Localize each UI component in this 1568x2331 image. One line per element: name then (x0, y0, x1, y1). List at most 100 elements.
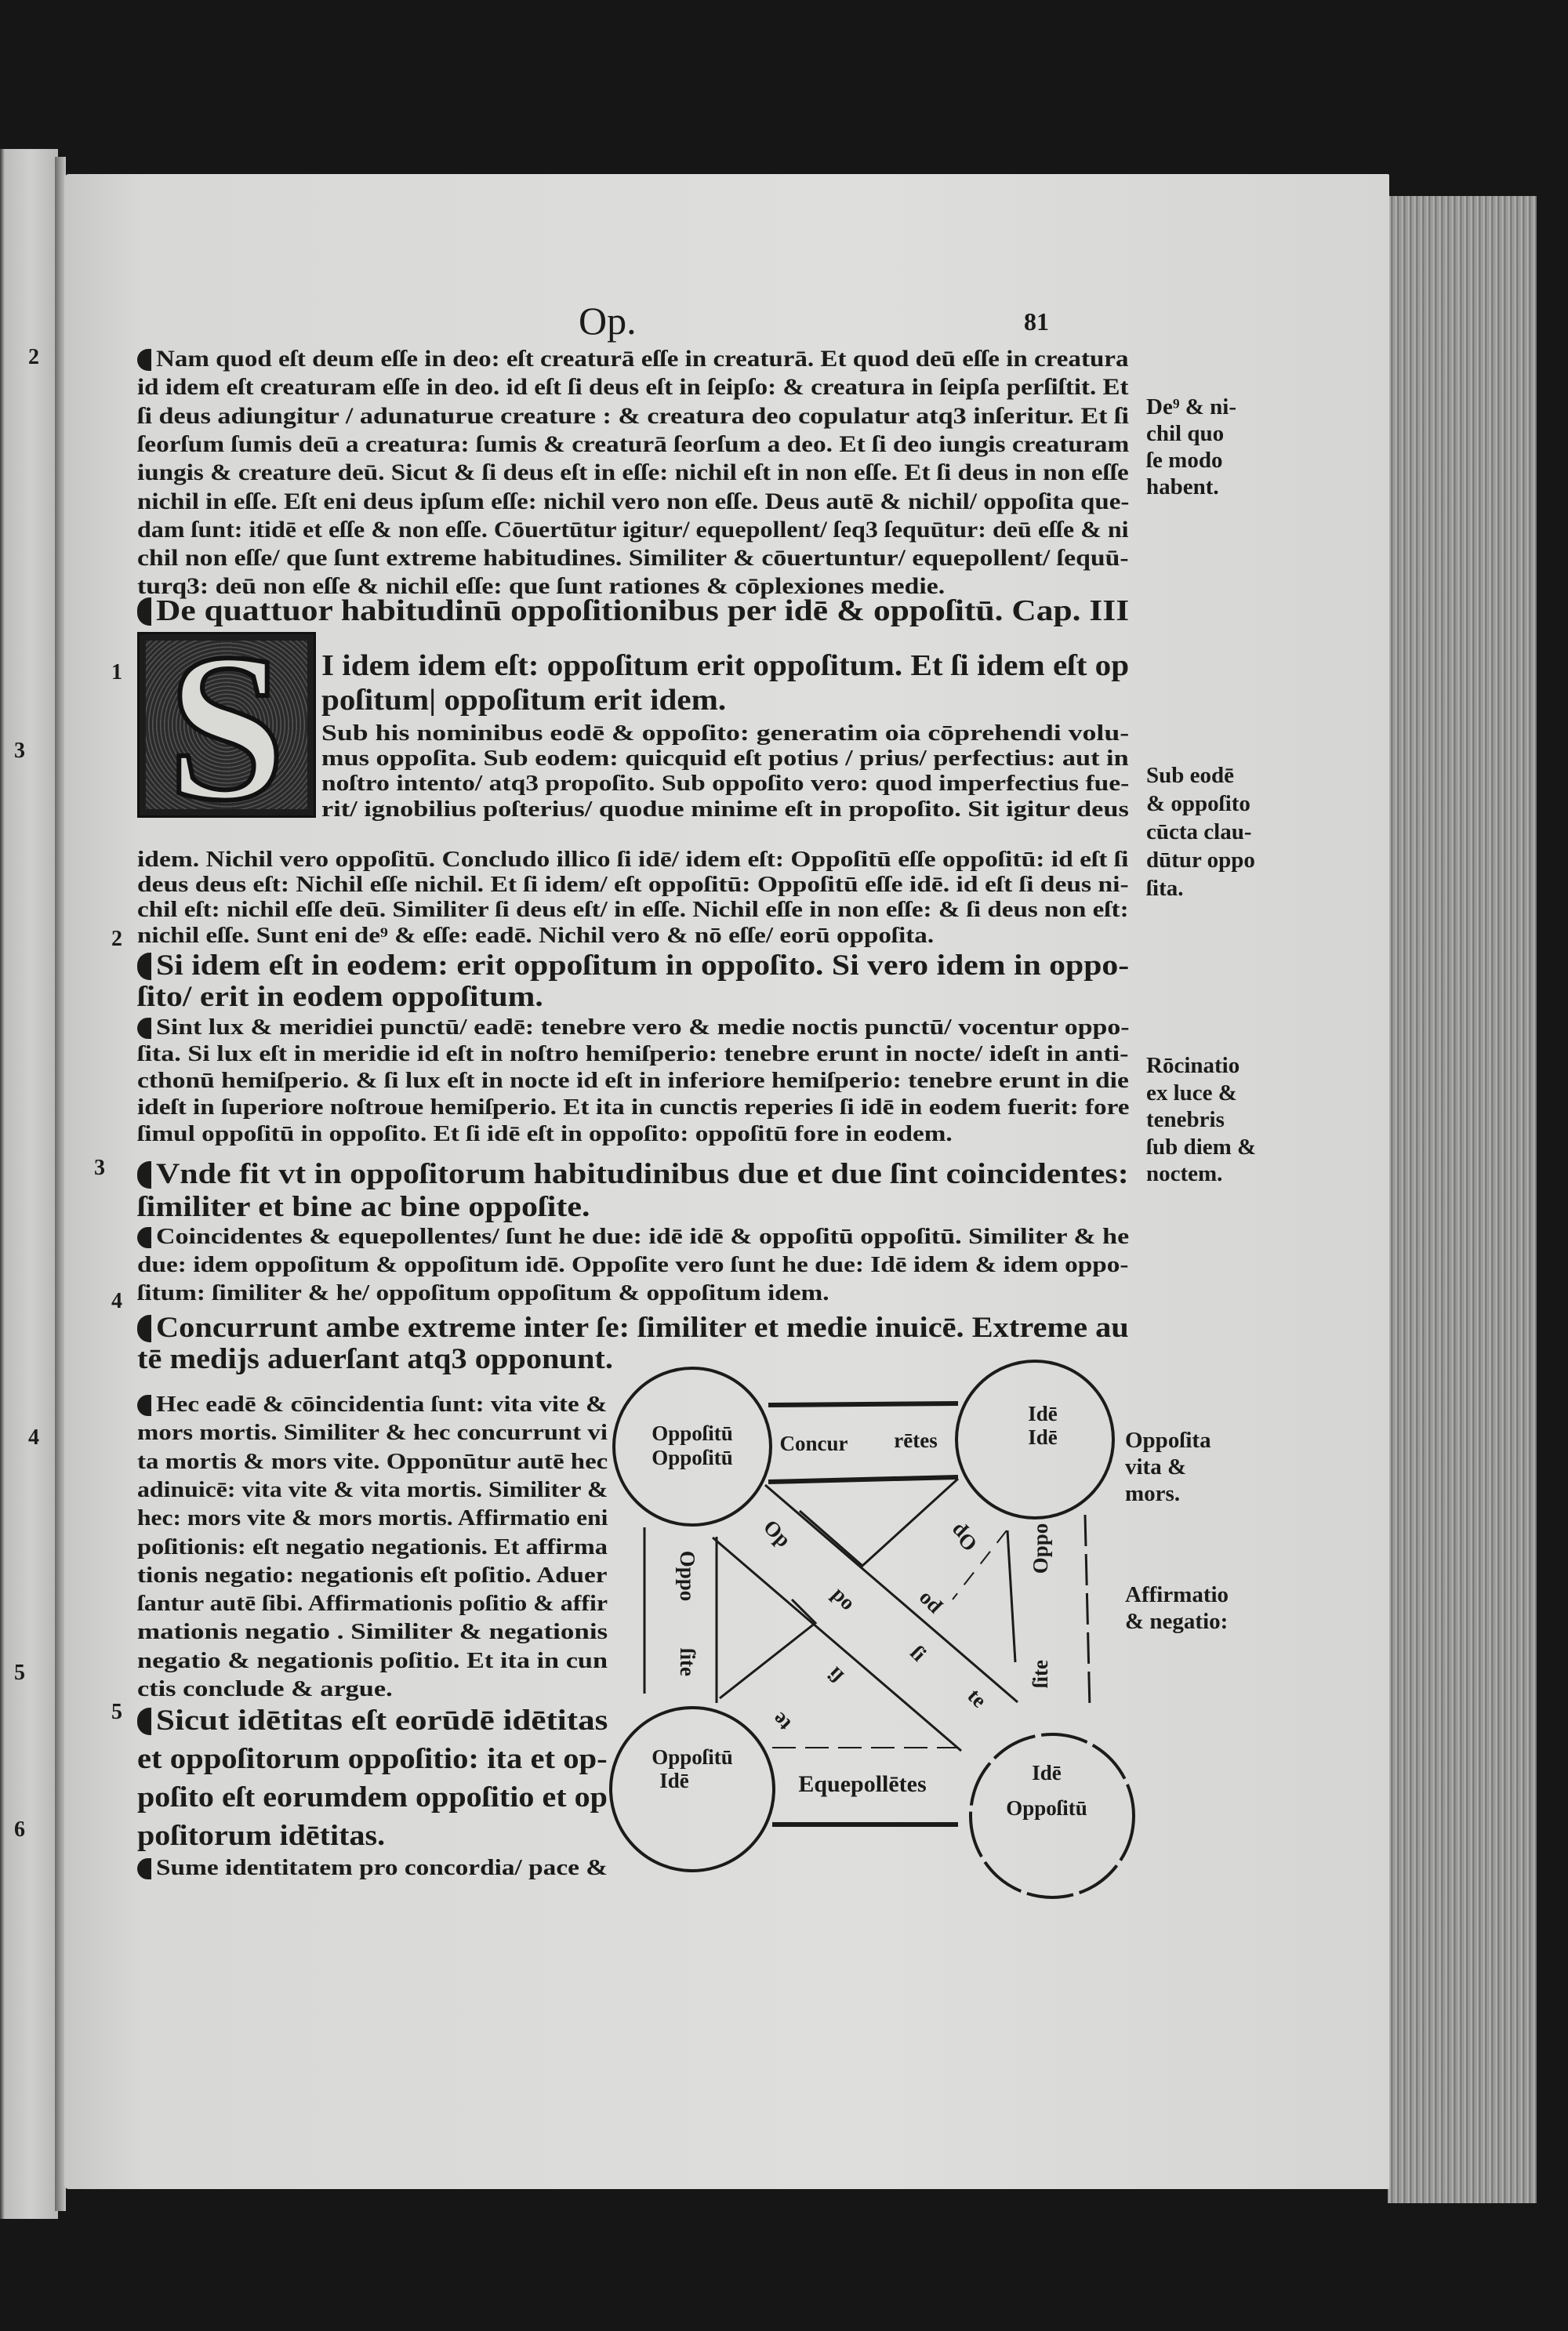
margin-note: Rōcinatio (1146, 1053, 1240, 1078)
top-bar-label: Concur (780, 1432, 848, 1455)
text-line: ta mortis & mors vite. Opponūtur autē he… (137, 1449, 608, 1474)
text-line: nichil in eſſe. Eſt eni deus ipſum eſſe:… (137, 488, 1130, 514)
circle-label: Idē (1028, 1425, 1058, 1449)
diagonal-band-line (799, 1477, 960, 1568)
book-page (64, 174, 1389, 2189)
text-line: poſitionis: eſt negatio negationis. Et a… (137, 1534, 608, 1559)
paragraph-mark-icon (137, 1707, 151, 1735)
book-gutter (55, 157, 66, 2211)
text-line: noſtro intento/ atq3 propoſito. Sub oppo… (321, 772, 1130, 797)
decorated-initial: S (137, 632, 316, 818)
circle-bottom-right (969, 1733, 1135, 1899)
text-line: hec: mors vite & mors mortis. Affirmatio… (137, 1506, 608, 1531)
left-page-number: 5 (14, 1661, 25, 1685)
left-band-label: ſite (676, 1648, 699, 1676)
margin-number: 3 (94, 1156, 105, 1180)
circle-label: Oppoſitū (1006, 1796, 1087, 1820)
diagonal-label: Op (759, 1515, 796, 1552)
text-line: turq3: deū non eſſe & nichil eſſe: que ſ… (137, 573, 946, 600)
diagonal-band-line (712, 1536, 962, 1752)
text-line: Sicut idētitas eſt eorūdē idētitas (156, 1705, 608, 1737)
text-line: ſitum: ſimiliter & he/ oppoſitum oppoſit… (137, 1281, 829, 1305)
paragraph-mark-icon (137, 952, 151, 980)
text-line: Sume identitatem pro concordia/ pace & (156, 1856, 608, 1880)
text-line: ſimiliter et bine ac bine oppoſite. (137, 1191, 590, 1223)
circle-label: Idē (1032, 1761, 1062, 1785)
chapter-heading: De quattuor habitudinū oppoſitionibus pe… (156, 594, 1130, 627)
diagonal-band-line (952, 1530, 1007, 1600)
text-line: tē medijs aduerſant atq3 opponunt. (137, 1343, 613, 1375)
diagonal-label: ſi (822, 1662, 848, 1687)
margin-number: 5 (111, 1700, 122, 1724)
text-line: ſita. Si lux eſt in meridie id eſt in no… (137, 1042, 1129, 1066)
circle-label: Oppoſitū (652, 1421, 733, 1445)
text-line: Sint lux & meridiei punctū/ eadē: tenebr… (156, 1015, 1130, 1040)
text-line: nichil eſſe. Sunt eni de⁹ & eſſe: eadē. … (137, 923, 935, 948)
left-page-edge (0, 149, 58, 2219)
diagonal-label: te (963, 1684, 991, 1712)
circle-label: Oppoſitū (652, 1446, 733, 1469)
margin-note: ſe modo (1146, 448, 1223, 473)
text-line: Nam quod eſt deum eſſe in deo: eſt creat… (156, 346, 1129, 372)
text-line: Hec eadē & cōincidentia ſunt: vita vite … (156, 1392, 608, 1417)
text-line: ſimul oppoſitū in oppoſito. Et ſi idē eſ… (137, 1122, 953, 1146)
margin-note: ſub diem & (1146, 1134, 1257, 1160)
paragraph-mark-icon (137, 1314, 151, 1342)
running-title: Op. (579, 299, 637, 343)
text-line: Coincidentes & equepollentes/ ſunt he du… (156, 1225, 1130, 1249)
top-bar-line (768, 1401, 959, 1407)
page-edge-stack (1388, 196, 1537, 2203)
text-line: ctis conclude & argue. (137, 1677, 393, 1701)
margin-note: vita & (1125, 1454, 1187, 1480)
text-line: poſito eſt eorumdem oppoſitio et op (137, 1781, 608, 1814)
paragraph-mark-icon (137, 1395, 151, 1416)
circle-label: Idē (1028, 1402, 1058, 1425)
diagonal-label: ſi (906, 1641, 931, 1666)
text-line: iungis & creature deū. Sicut & ſi deus e… (137, 459, 1129, 486)
diagonal-band-line (764, 1483, 1018, 1704)
text-line: ſantur autē ſibi. Affirmationis poſitio … (137, 1592, 608, 1617)
paragraph-mark-icon (137, 597, 151, 626)
paragraph-mark-icon (137, 1858, 151, 1879)
text-line: due: idem oppoſitum & oppoſitum idē. Opp… (137, 1253, 1129, 1277)
text-line: cthonū hemiſperio. & ſi lux eſt in nocte… (137, 1069, 1129, 1093)
margin-note: noctem. (1146, 1161, 1223, 1186)
paragraph-mark-icon (137, 348, 151, 371)
paragraph-mark-icon (137, 1018, 151, 1039)
margin-number: 4 (111, 1289, 122, 1313)
margin-note: & negatio: (1125, 1609, 1229, 1634)
left-page-number: 6 (14, 1817, 25, 1842)
text-line: ideſt in ſuperiore noſtroue hemiſperio. … (137, 1095, 1130, 1120)
diagonal-label: po (828, 1582, 860, 1614)
margin-note: & oppoſito (1146, 791, 1250, 816)
right-band-label: Oppo (1029, 1523, 1052, 1574)
text-line: Si idem eſt in eodem: erit oppoſitum in … (156, 949, 1130, 982)
text-line: ſito/ erit in eodem oppoſitum. (137, 981, 543, 1013)
margin-note: tenebris (1146, 1107, 1225, 1132)
right-band-line (1006, 1530, 1017, 1663)
margin-note: dūtur oppo (1146, 848, 1255, 873)
page-number: 81 (1024, 307, 1049, 336)
margin-note: ſita. (1146, 876, 1184, 901)
diagonal-label: te (768, 1708, 796, 1736)
margin-note: mors. (1125, 1481, 1181, 1506)
text-line: tionis negatio: negationis eſt poſitio. … (137, 1563, 608, 1588)
text-line: id idem eſt creaturam eſſe in deo. id eſ… (137, 374, 1129, 401)
circle-label: Oppoſitū (652, 1745, 733, 1769)
text-line: Vnde fit vt in oppoſitorum habitudinibus… (156, 1158, 1129, 1190)
margin-note: habent. (1146, 474, 1219, 499)
circle-label: Idē (659, 1769, 689, 1792)
top-bar-label: rētes (894, 1429, 937, 1452)
text-line: dam ſunt: itidē et eſſe & non eſſe. Cōue… (137, 516, 1129, 543)
margin-note: Affirmatio (1125, 1582, 1229, 1607)
margin-number: 2 (111, 927, 122, 951)
text-line: Sub his nominibus eodē & oppoſito: gener… (321, 721, 1130, 746)
text-line: adinuicē: vita vite & vita mortis. Simil… (137, 1477, 608, 1502)
text-line: ſeorſum ſumis deū a creatura: ſumis & cr… (137, 430, 1130, 457)
initial-ornament (146, 641, 307, 809)
text-line: et oppoſitorum oppoſitio: ita et op- (137, 1743, 608, 1775)
text-line: idem. Nichil vero oppoſitū. Concludo ill… (137, 848, 1129, 872)
text-line: chil non eſſe/ que ſunt extreme habitudi… (137, 545, 1129, 572)
margin-number: 1 (111, 660, 122, 684)
